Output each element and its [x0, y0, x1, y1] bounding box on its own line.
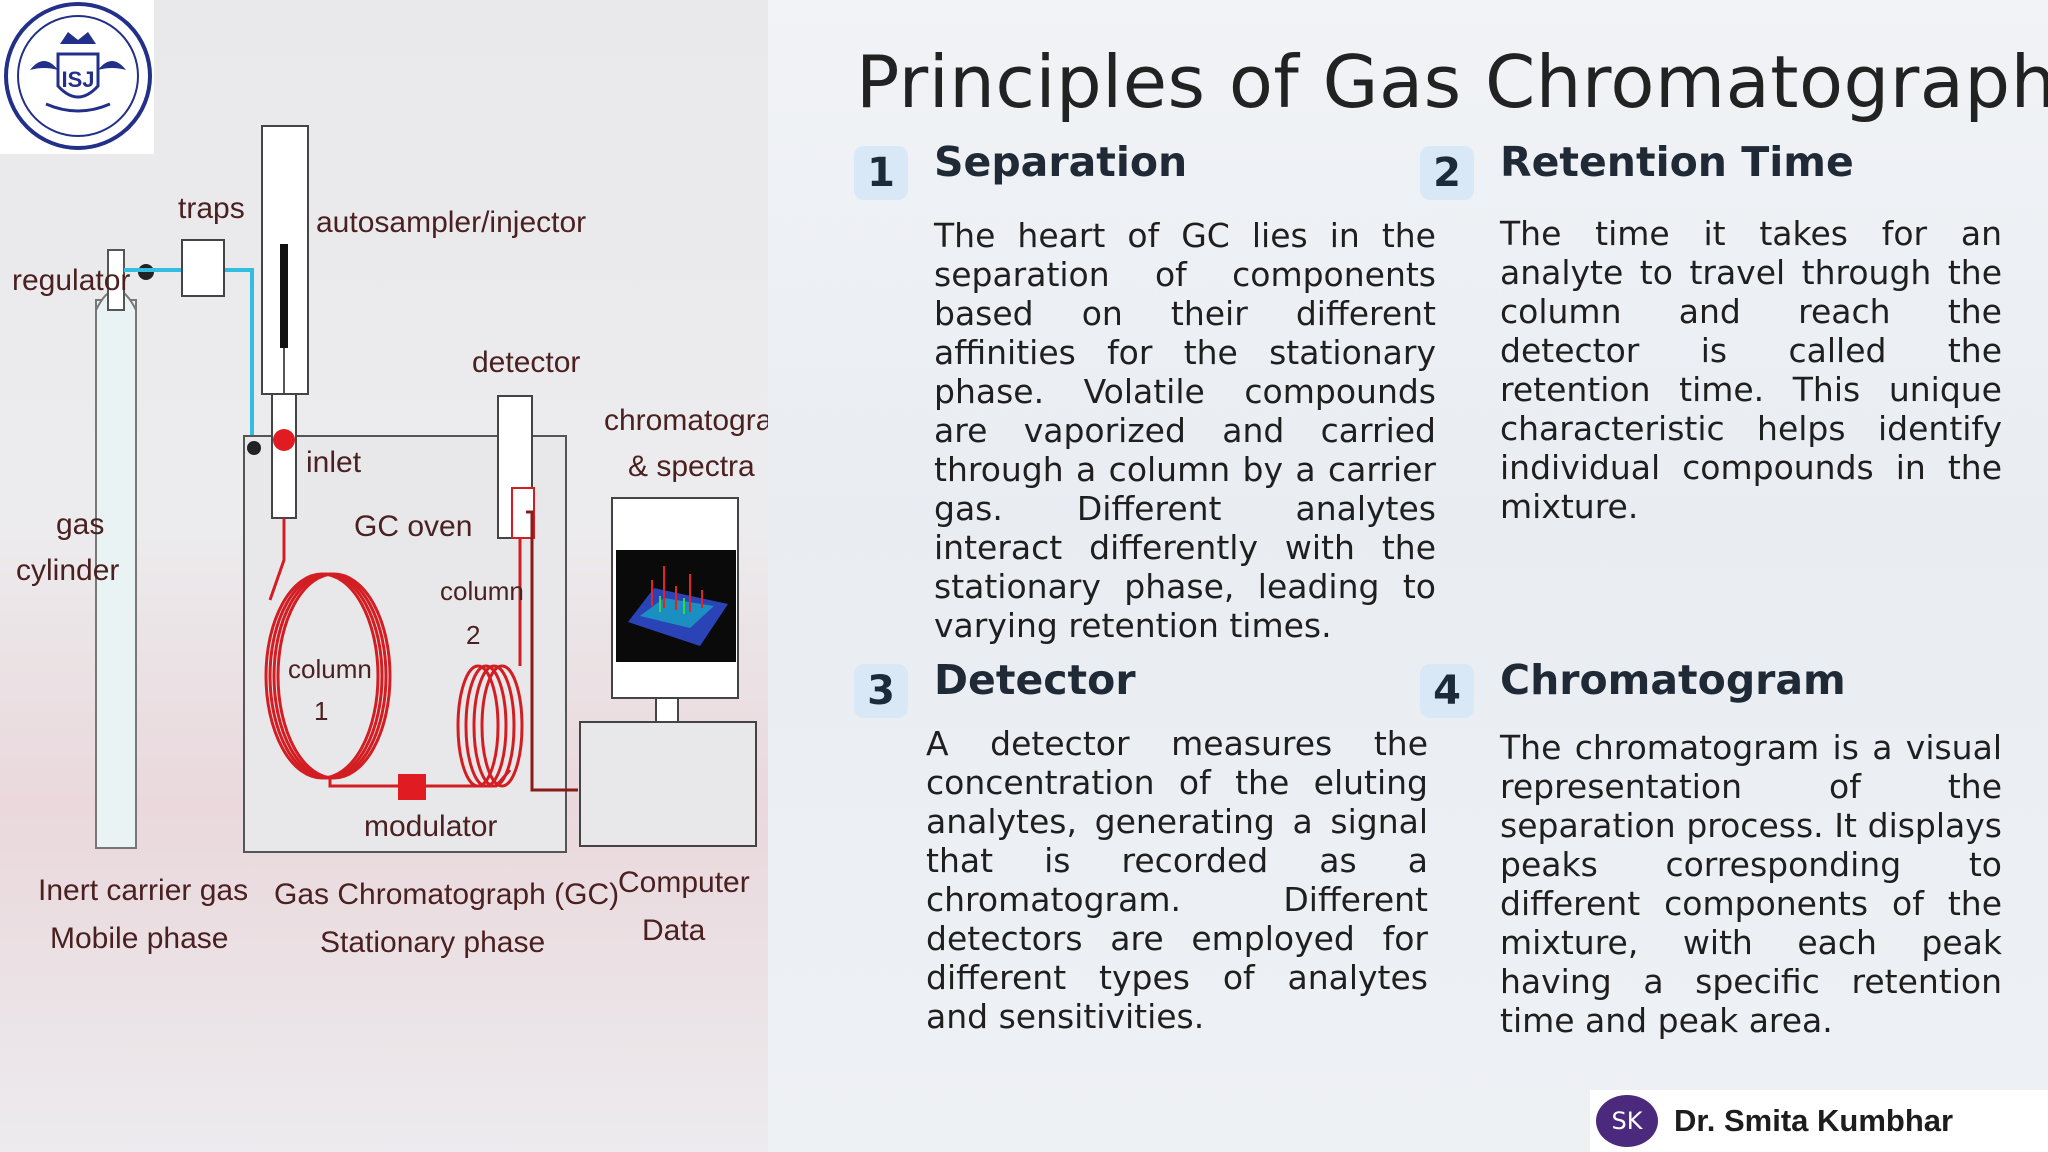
card-number-2: 2 [1420, 146, 1474, 200]
gas-cylinder [95, 299, 137, 849]
label-traps: traps [178, 192, 245, 225]
inlet-tube [271, 393, 297, 519]
label-column-1-num: 1 [314, 696, 328, 726]
column-1-coil [264, 572, 392, 780]
label-modulator: modulator [364, 810, 497, 843]
label-data: Data [642, 914, 706, 947]
card-title-3: Detector [934, 656, 1136, 704]
card-number-4: 4 [1420, 664, 1474, 718]
label-column-1: column [288, 654, 372, 684]
card-title-2: Retention Time [1500, 138, 1854, 186]
card-title-1: Separation [934, 138, 1188, 186]
computer-base [579, 721, 757, 847]
label-gc-oven: GC oven [354, 510, 472, 543]
card-number-1: 1 [854, 146, 908, 200]
syringe [280, 244, 288, 348]
page-title: Principles of Gas Chromatography [856, 40, 2048, 124]
author-avatar: SK [1596, 1095, 1658, 1147]
label-inlet: inlet [306, 446, 362, 479]
institution-logo: ISJ [0, 0, 154, 154]
logo-lettering: ISJ [61, 67, 94, 92]
card-body-1: The heart of GC lies in the separation o… [934, 216, 1436, 645]
author-name: Dr. Smita Kumbhar [1674, 1103, 1954, 1138]
card-body-3: A detector measures the concentration of… [926, 724, 1428, 1036]
label-regulator: regulator [12, 264, 130, 297]
label-column-2-num: 2 [466, 620, 480, 650]
label-inert-gas: Inert carrier gas [38, 874, 248, 907]
label-gc: Gas Chromatograph (GC) [274, 878, 619, 911]
label-stationary-phase: Stationary phase [320, 926, 545, 959]
modulator-block [398, 774, 426, 800]
label-column-2: column [440, 576, 524, 606]
label-detector: detector [472, 346, 580, 379]
label-autosampler: autosampler/injector [316, 206, 586, 239]
regulator-valve [107, 249, 125, 311]
label-gas: gas [56, 508, 104, 541]
label-mobile-phase: Mobile phase [50, 922, 228, 955]
label-spectra: & spectra [628, 450, 755, 483]
author-badge: SK Dr. Smita Kumbhar [1590, 1090, 2048, 1152]
card-body-2: The time it takes for an analyte to trav… [1500, 214, 2002, 526]
card-body-4: The chromatogram is a visual representat… [1500, 728, 2002, 1040]
label-chromatogram: chromatogram [604, 404, 768, 437]
card-number-3: 3 [854, 664, 908, 718]
traps-box [181, 239, 225, 297]
gc-schematic: traps autosampler/injector regulator det… [12, 125, 768, 959]
label-computer: Computer [618, 866, 750, 899]
card-title-4: Chromatogram [1500, 656, 1846, 704]
injection-point [273, 429, 295, 451]
label-cylinder: cylinder [16, 554, 119, 587]
column-tubing [268, 518, 286, 601]
